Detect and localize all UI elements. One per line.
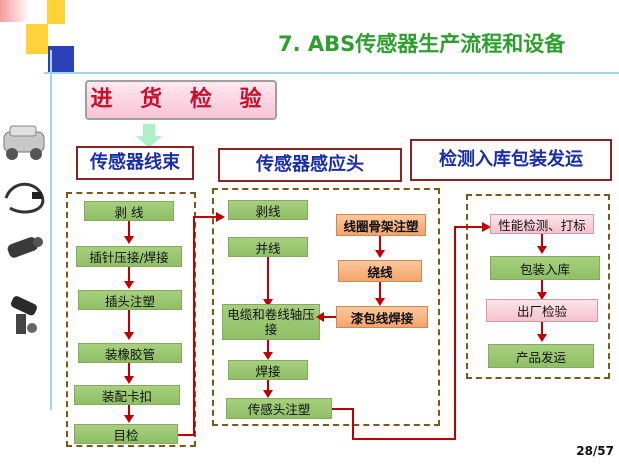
sensor-cable-icon — [4, 182, 45, 214]
arrow-down-icon — [124, 332, 134, 340]
corner-decoration-yellow — [26, 24, 48, 54]
arrow-line — [541, 280, 543, 294]
arrow-line — [379, 236, 381, 252]
harness-process-group — [66, 192, 196, 447]
step-strip: 剥线 — [228, 200, 308, 220]
arrow-line — [128, 310, 130, 334]
step-weld: 焊接 — [228, 360, 308, 380]
arrow-down-icon — [263, 299, 273, 307]
arrow-down-icon — [537, 246, 547, 254]
incoming-inspection-box: 进 货 检 验 — [85, 80, 277, 120]
arrow-line — [541, 234, 543, 248]
step-sensor-head-molding: 传感头注塑 — [226, 398, 332, 419]
abs-sensor-icon — [7, 237, 43, 258]
step-enamel-wire-solder: 漆包线焊接 — [336, 306, 428, 328]
connector-line — [332, 408, 352, 410]
arrow-line — [128, 363, 130, 377]
header-divider-line — [44, 72, 619, 74]
header-test-pack-ship: 检测入库包装发运 — [410, 139, 612, 181]
arrow-line — [267, 380, 269, 392]
connector-line — [454, 226, 456, 440]
connector-line — [352, 438, 456, 440]
connector-line — [193, 216, 217, 218]
corner-decoration-blue — [48, 46, 74, 74]
arrow-line — [379, 282, 381, 300]
arrow-down-icon — [263, 390, 273, 398]
sensor-head-process-group — [212, 188, 440, 426]
corner-decoration-red — [0, 0, 30, 22]
header-sensor-head: 传感器感应头 — [218, 148, 402, 182]
arrow-line — [267, 340, 269, 354]
arrow-line — [128, 267, 130, 283]
connector-line — [320, 316, 336, 318]
left-divider-line — [50, 50, 52, 410]
down-arrow-shaft — [143, 124, 155, 136]
arrow-down-icon — [124, 415, 134, 423]
step-outgoing-inspection: 出厂检验 — [486, 299, 598, 322]
arrow-down-icon — [537, 334, 547, 342]
step-plug-molding: 插头注塑 — [78, 290, 182, 310]
step-combine-wires: 并线 — [228, 237, 308, 257]
arrow-down-icon — [263, 352, 273, 360]
arrow-right-icon — [482, 222, 491, 232]
step-rubber-tube: 装橡胶管 — [78, 343, 182, 363]
arrow-left-icon — [316, 312, 324, 322]
connector-line — [193, 216, 195, 436]
arrow-line — [128, 405, 130, 417]
step-pack-store: 包装入库 — [490, 256, 600, 280]
down-arrow-icon — [136, 136, 162, 148]
arrow-down-icon — [124, 236, 134, 244]
header-harness: 传感器线束 — [76, 146, 194, 180]
step-cable-bobbin-crimp: 电缆和卷线轴压接 — [222, 304, 320, 340]
arrow-down-icon — [537, 292, 547, 300]
connector-line — [454, 226, 484, 228]
step-strip-wire: 剥 线 — [84, 201, 174, 221]
step-clip-assembly: 装配卡扣 — [74, 385, 180, 405]
step-performance-test-marking: 性能检测、打标 — [490, 214, 594, 234]
shipping-process-group — [466, 194, 610, 379]
corner-decoration-yellow-top — [47, 0, 65, 24]
arrow-line — [267, 257, 269, 301]
page-number: 28/57 — [576, 444, 614, 458]
step-visual-inspection: 目检 — [74, 424, 178, 444]
arrow-down-icon — [375, 250, 385, 258]
connector-line — [352, 408, 354, 440]
step-crimp-solder: 插针压接/焊接 — [76, 246, 182, 267]
step-product-shipping: 产品发运 — [488, 344, 594, 368]
step-winding: 绕线 — [338, 260, 422, 282]
page-title: 7. ABS传感器生产流程和设备 — [278, 32, 566, 56]
connector-line — [178, 434, 194, 436]
car-chassis-icon — [3, 125, 45, 160]
arrow-line — [541, 322, 543, 336]
arrow-down-icon — [375, 298, 385, 306]
arrow-down-icon — [124, 376, 134, 384]
abs-sensor-bracket-icon — [10, 296, 37, 334]
arrow-right-icon — [216, 212, 225, 222]
arrow-down-icon — [124, 281, 134, 289]
step-bobbin-molding: 线圈骨架注塑 — [336, 214, 426, 236]
arrow-line — [128, 221, 130, 237]
